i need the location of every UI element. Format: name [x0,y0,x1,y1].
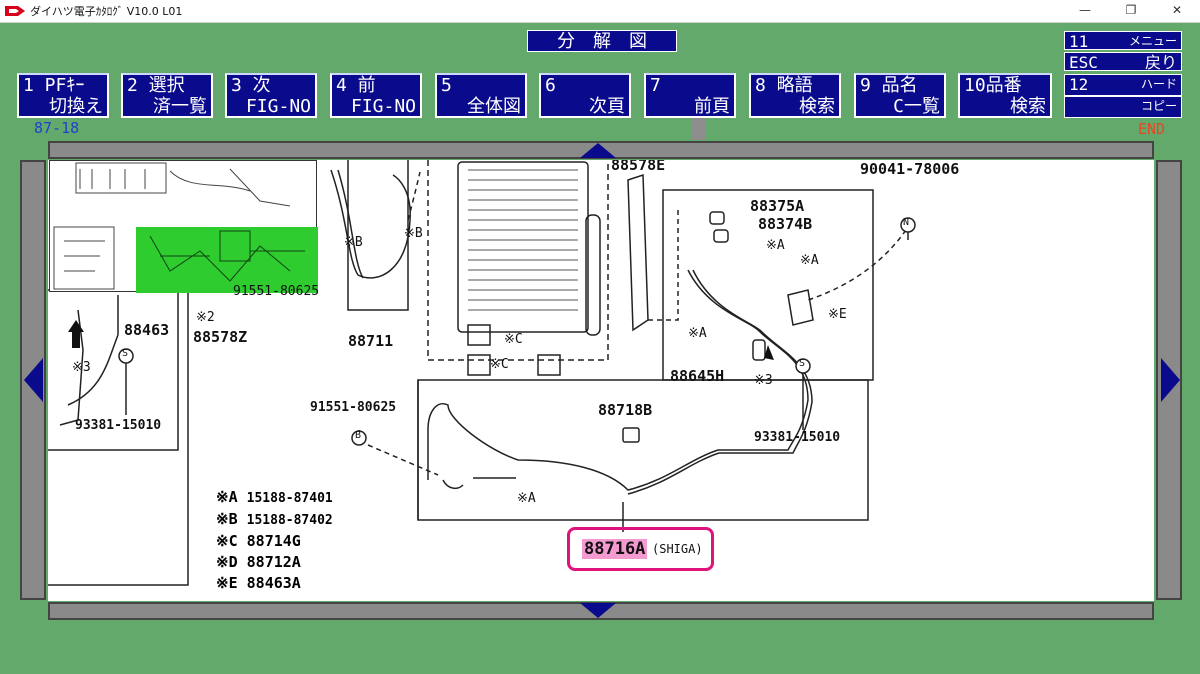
part-label-91551-80625[interactable]: 91551-80625 [310,400,397,415]
exploded-diagram[interactable]: 88578E 90041-78006 88375A 88374B 88711 8… [48,160,1154,601]
ref-mark: ※3 [72,360,91,375]
ref-mark: ※A [800,253,819,268]
part-label-88711[interactable]: 88711 [348,332,394,350]
legend: ※A 15188-87401 ※B 15188-87402 ※C 88714G … [216,487,333,594]
ref-mark: ※A [688,326,707,341]
pf-key-toggle-button[interactable]: 1 PFｷｰ切換え [17,73,109,118]
ref-mark: ※E [828,307,847,322]
thumbnail-drawing [53,162,318,293]
vertical-scroll-marker [691,118,705,140]
legend-row: ※D 88712A [216,553,301,571]
callout-s: S [122,348,129,359]
legend-row: ※C 88714G [216,532,301,550]
part-label-88718b[interactable]: 88718B [598,401,653,419]
part-label-93381-15010-right[interactable]: 93381-15010 [754,430,841,445]
part-label-88375a[interactable]: 88375A [750,197,805,215]
app-logo-icon [5,6,25,16]
fig-number: 87-18 [34,119,80,137]
minimize-button[interactable]: — [1079,3,1091,17]
ref-mark: ※C [504,332,523,347]
part-label-88463[interactable]: 88463 [124,321,170,339]
part-label-88578z[interactable]: 88578Z [193,328,248,346]
ref-mark: ※B [404,226,423,241]
callout-n: N [903,217,910,228]
selected-part-note: (SHIGA) [652,542,703,556]
part-number-search-button[interactable]: 10品番検索 [958,73,1052,118]
arrow-up-left-icon [68,320,84,348]
window-title: ダイハツ電子ｶﾀﾛｸﾞ V10.0 L01 [30,5,183,18]
title-bar: ダイハツ電子ｶﾀﾛｸﾞ V10.0 L01 — ❐ ✕ [0,0,1200,23]
diagram-drawing [48,160,916,586]
thumbnail-overview[interactable] [49,160,318,293]
scroll-down-arrow-icon[interactable] [577,602,619,620]
part-label-88645h[interactable]: 88645H [670,367,725,385]
scroll-left-arrow-icon[interactable] [20,355,46,405]
restore-button[interactable]: ❐ [1125,3,1137,17]
selected-list-button[interactable]: 2 選択済一覧 [121,73,213,118]
selected-part-number[interactable]: 88716A [582,539,648,559]
screen-title: 分 解 図 [527,30,677,52]
scroll-right-arrow-icon[interactable] [1158,355,1184,405]
ref-mark: ※A [766,238,785,253]
close-button[interactable]: ✕ [1171,3,1183,17]
part-label-90041-78006[interactable]: 90041-78006 [860,160,960,178]
arrow-icon [764,345,774,360]
part-label-93381-15010-left[interactable]: 93381-15010 [75,418,162,433]
legend-row: ※E 88463A [216,574,301,592]
legend-row: ※A 15188-87401 [216,488,333,506]
part-label-88578e[interactable]: 88578E [611,160,666,174]
part-label-88374b[interactable]: 88374B [758,215,813,233]
ref-mark: ※C [490,357,509,372]
legend-row: ※B 15188-87402 [216,510,333,528]
callout-s: S [799,358,806,369]
hard-copy-button-line2[interactable]: コピー [1064,96,1182,118]
ref-mark: ※3 [754,373,773,388]
abbreviation-search-button[interactable]: 8 略語検索 [749,73,841,118]
end-label: END [1138,120,1166,138]
part-label-91551-80625-top[interactable]: 91551-80625 [233,284,320,299]
callout-b: B [355,430,362,441]
selected-part-highlight[interactable]: 88716A (SHIGA) [567,527,714,571]
scroll-up-arrow-icon[interactable] [577,141,619,159]
ref-mark: ※2 [196,310,215,325]
ref-mark: ※A [517,491,536,506]
ref-mark: ※B [344,235,363,250]
